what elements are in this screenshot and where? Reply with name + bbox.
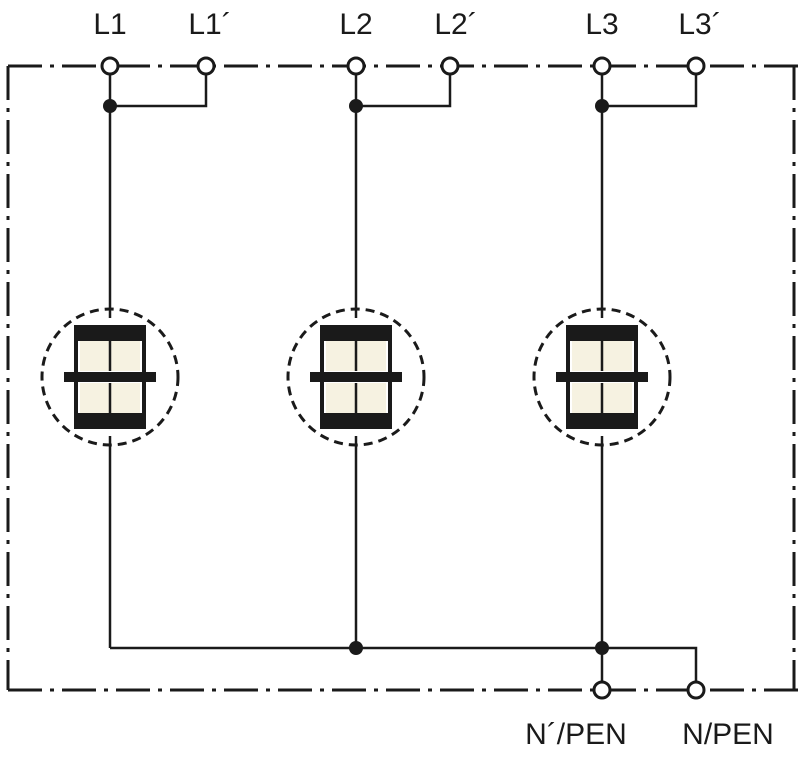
terminal-l3-prime[interactable] (686, 56, 706, 76)
top-terminals (100, 56, 706, 76)
l3-bridge-wire (600, 66, 698, 108)
terminal-l1[interactable] (100, 56, 120, 76)
spd-l2 (286, 307, 426, 447)
terminal-n-pen[interactable] (686, 680, 706, 700)
label-n-prime-pen: N´/PEN (525, 718, 627, 751)
terminal-l1-prime[interactable] (196, 56, 216, 76)
junction-nodes (103, 99, 609, 655)
terminal-n-prime-pen[interactable] (592, 680, 612, 700)
wiring (108, 66, 698, 690)
bottom-terminals (592, 680, 706, 700)
junction-node (595, 641, 609, 655)
junction-node (103, 99, 117, 113)
junction-node (595, 99, 609, 113)
enclosure-boundary (6, 64, 800, 692)
junction-node (349, 641, 363, 655)
label-n-pen: N/PEN (682, 718, 774, 751)
terminal-l2[interactable] (346, 56, 366, 76)
terminal-l2-prime[interactable] (440, 56, 460, 76)
label-l3-prime: L3´ (678, 8, 721, 41)
label-l3: L3 (585, 8, 618, 41)
spd-l1 (40, 307, 180, 447)
l2-bridge-wire (354, 66, 452, 108)
gas-discharge-tube-icon (40, 307, 180, 447)
junction-node (349, 99, 363, 113)
terminal-labels: L1 L1´ L2 L2´ L3 L3´ N´/PEN N/PEN (93, 8, 774, 751)
l1-bridge-wire (108, 66, 208, 108)
label-l1: L1 (93, 8, 126, 41)
pen-bus-wire (110, 646, 698, 690)
spd-l3 (532, 307, 672, 447)
terminal-l3[interactable] (592, 56, 612, 76)
label-l2: L2 (339, 8, 372, 41)
gas-discharge-tube-icon (286, 307, 426, 447)
gas-discharge-tube-icon (532, 307, 672, 447)
label-l2-prime: L2´ (434, 8, 477, 41)
label-l1-prime: L1´ (188, 8, 231, 41)
